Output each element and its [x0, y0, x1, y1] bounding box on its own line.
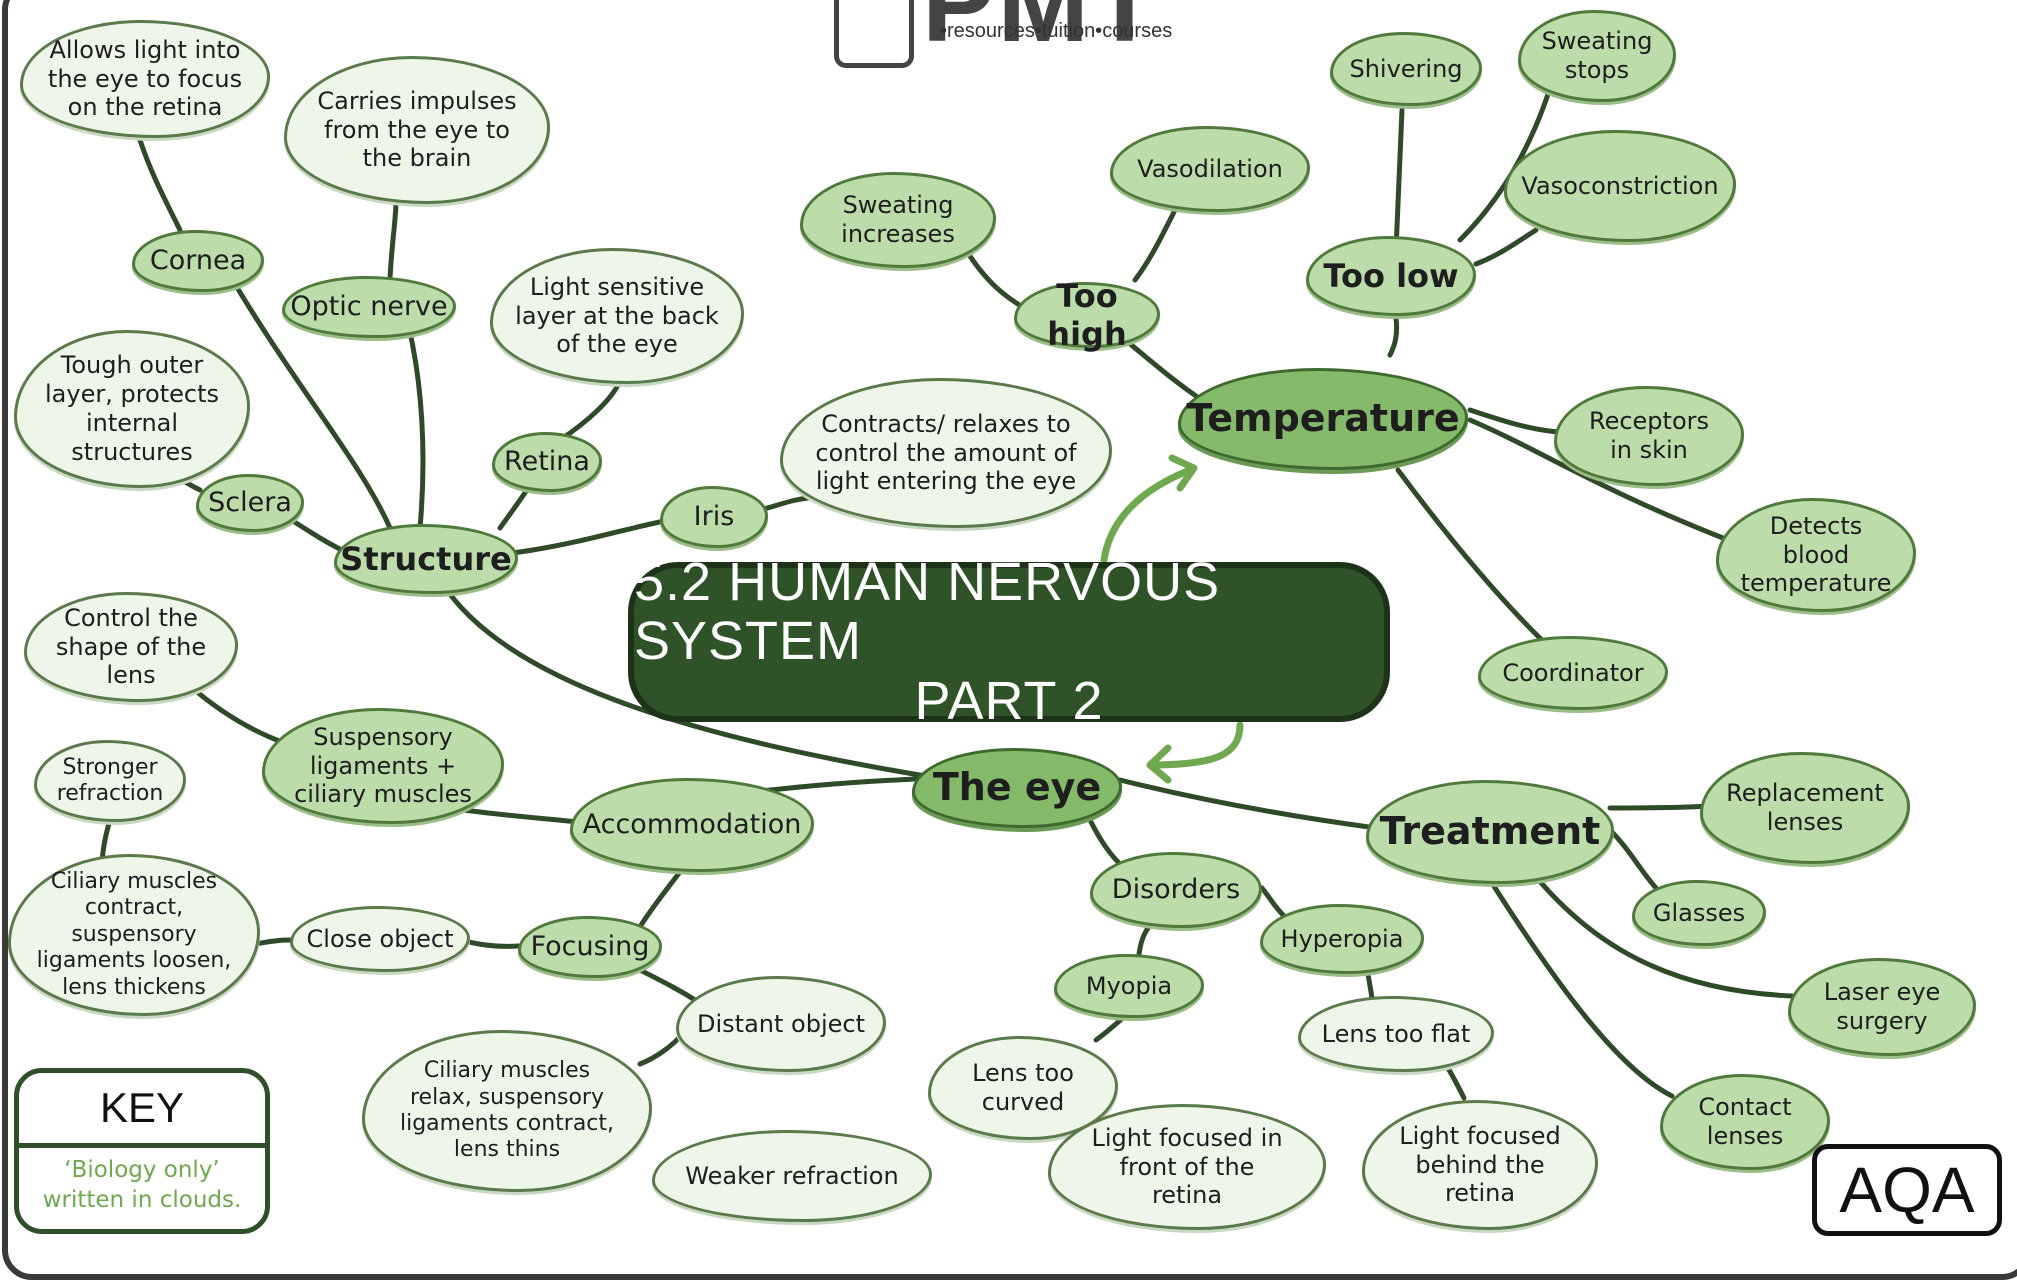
node-detects-blood-temperature: Detects blood temperature [1716, 498, 1916, 612]
node-myopia: Myopia [1054, 954, 1204, 1018]
node-contact-lenses: Contact lenses [1660, 1074, 1830, 1170]
node-sweating-stops: Sweating stops [1518, 10, 1676, 102]
node-myopia-effect: Light focused in front of the retina [1048, 1104, 1326, 1230]
node-iris: Iris [660, 486, 768, 548]
logo-brand: PMT [922, 0, 1161, 65]
node-vasoconstriction: Vasoconstriction [1504, 130, 1736, 242]
branch-the-eye: The eye [912, 748, 1122, 828]
node-glasses: Glasses [1632, 880, 1766, 946]
node-weaker-refraction: Weaker refraction [652, 1130, 932, 1222]
node-laser-surgery: Laser eye surgery [1788, 958, 1976, 1056]
branch-accommodation: Accommodation [570, 778, 814, 872]
branch-too-high: Too high [1014, 277, 1160, 353]
node-suspensory-desc: Control the shape of the lens [24, 592, 238, 702]
node-distant-desc: Ciliary muscles relax, suspensory ligame… [362, 1030, 652, 1192]
node-close-desc: Ciliary muscles contract, suspensory lig… [8, 854, 260, 1016]
title-line-1: 5.2 HUMAN NERVOUS SYSTEM [634, 551, 1221, 672]
node-distant-object: Distant object [676, 976, 886, 1072]
node-suspensory: Suspensory ligaments + ciliary muscles [262, 708, 504, 824]
title-line-2: PART 2 [914, 670, 1104, 731]
key-text: ‘Biology only’ written in clouds. [42, 1157, 242, 1213]
arrows [1100, 454, 1244, 784]
node-sclera-desc: Tough outer layer, protects internal str… [14, 330, 250, 488]
node-cornea: Cornea [132, 230, 264, 292]
branch-disorders: Disorders [1090, 852, 1262, 928]
node-replacement-lenses: Replacement lenses [1700, 752, 1910, 864]
node-optic-nerve: Optic nerve [282, 276, 456, 338]
node-shivering: Shivering [1330, 32, 1482, 106]
key-title: KEY [19, 1073, 265, 1148]
node-hyperopia-cause: Lens too flat [1298, 996, 1494, 1072]
branch-too-low: Too low [1306, 236, 1476, 316]
node-retina-desc: Light sensitive layer at the back of the… [490, 248, 744, 384]
exam-board-badge: AQA [1812, 1144, 2002, 1236]
node-stronger-refraction: Stronger refraction [34, 740, 186, 822]
node-close-object: Close object [290, 906, 470, 972]
node-myopia-cause: Lens too curved [928, 1036, 1118, 1140]
logo-frame [834, 0, 914, 68]
logo-tagline: •resources•tuition•courses [940, 20, 1173, 42]
node-sweating-increases: Sweating increases [800, 172, 996, 268]
node-receptors-in-skin: Receptors in skin [1554, 386, 1744, 486]
branch-structure: Structure [334, 524, 518, 594]
node-optic-nerve-desc: Carries impulses from the eye to the bra… [284, 56, 550, 204]
pmt-logo: PMT •resources•tuition•courses [822, 0, 1182, 80]
node-coordinator: Coordinator [1478, 636, 1668, 710]
main-title: 5.2 HUMAN NERVOUS SYSTEM PART 2 [628, 552, 1390, 731]
branch-temperature: Temperature [1178, 368, 1468, 470]
node-hyperopia: Hyperopia [1260, 904, 1424, 974]
node-vasodilation: Vasodilation [1110, 126, 1310, 212]
node-iris-desc: Contracts/ relaxes to control the amount… [780, 378, 1112, 528]
branch-treatment: Treatment [1366, 780, 1614, 884]
node-retina: Retina [492, 432, 602, 492]
branch-focusing: Focusing [518, 916, 662, 978]
key-box: KEY ‘Biology only’ written in clouds. [14, 1068, 270, 1234]
node-cornea-desc: Allows light into the eye to focus on th… [20, 20, 270, 138]
node-hyperopia-effect: Light focused behind the retina [1362, 1100, 1598, 1230]
node-sclera: Sclera [196, 474, 304, 532]
